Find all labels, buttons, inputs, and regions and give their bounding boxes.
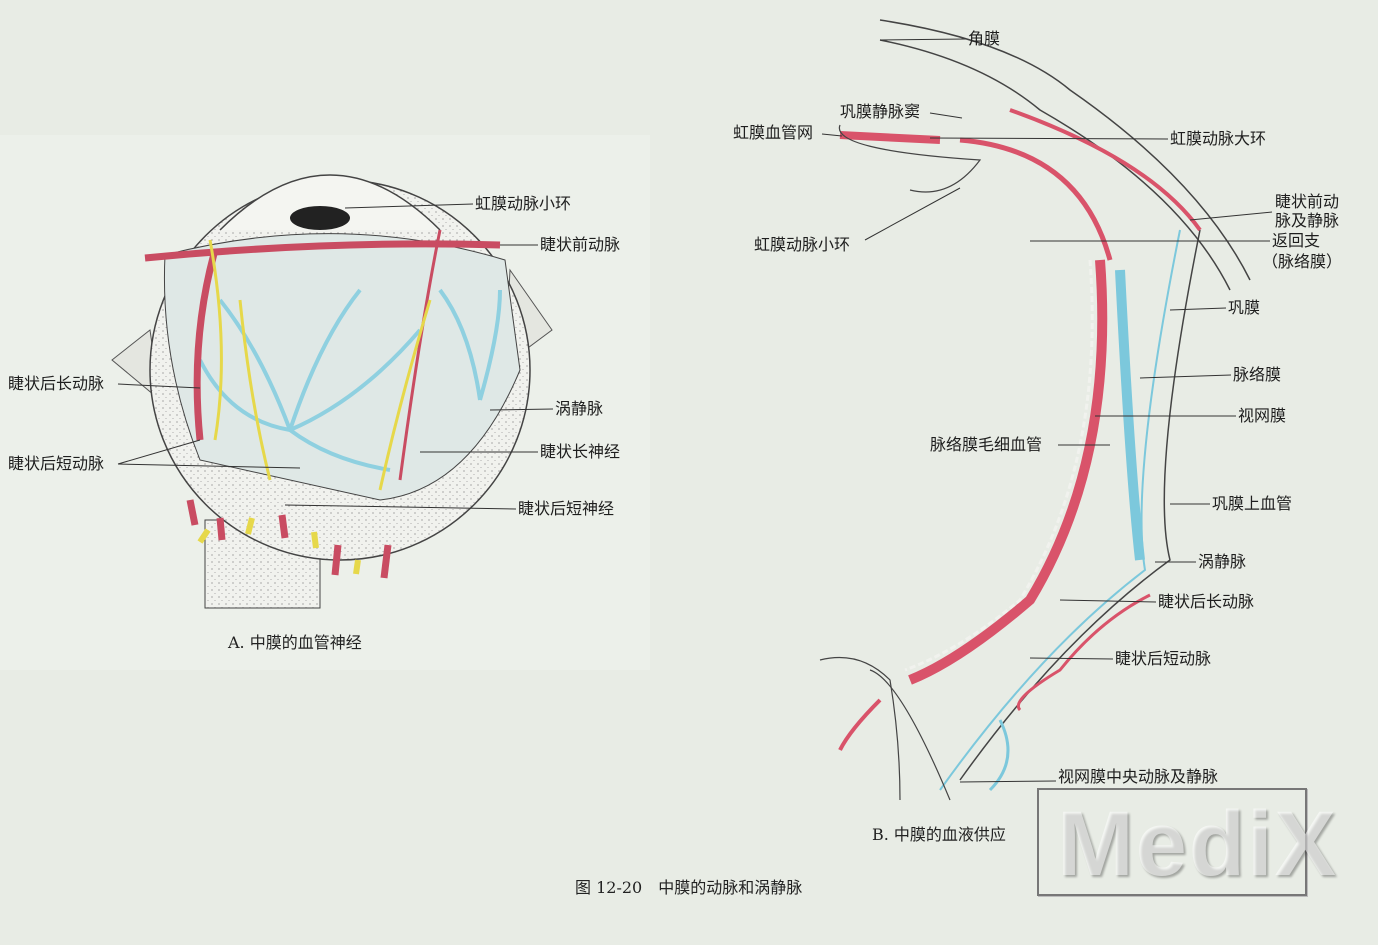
vortex-vein-branches-a (198, 288, 502, 472)
label-long-posterior-ciliary-artery-a: 睫状后长动脉 (8, 374, 105, 393)
long-ciliary-nerve-b (378, 299, 432, 491)
cross-section-b (819, 19, 1251, 801)
label-anterior-ciliary-artery: 睫状前动脉 (540, 235, 621, 254)
label-vortex-vein-b: 涡静脉 (1198, 552, 1247, 571)
label-iris-vascular-network: 虹膜血管网 (733, 123, 814, 142)
eyeball-a (111, 174, 553, 609)
label-major-arterial-circle: 虹膜动脉大环 (1170, 129, 1267, 148)
label-central-retinal-vessels: 视网膜中央动脉及静脉 (1058, 767, 1219, 786)
figure-caption: 图 12-20 中膜的动脉和涡静脉 (575, 878, 803, 897)
label-anterior-ciliary-vessels-2: 脉及静脉 (1275, 211, 1340, 230)
label-minor-arterial-circle-b: 虹膜动脉小环 (754, 235, 851, 254)
label-choriocapillaris: 脉络膜毛细血管 (930, 435, 1043, 454)
artery-branch-a (398, 229, 442, 481)
label-scleral-venous-sinus: 巩膜静脉窦 (840, 102, 921, 121)
watermark-text: MediX (1057, 793, 1338, 895)
label-short-posterior-ciliary-artery-b: 睫状后短动脉 (1115, 649, 1212, 668)
label-retina: 视网膜 (1238, 406, 1287, 425)
label-recurrent-branch: 返回支 (1272, 231, 1321, 250)
subtitle-panel-a: A. 中膜的血管神经 (228, 633, 362, 652)
leader-lines (117, 38, 1273, 783)
label-cornea: 角膜 (968, 29, 1001, 48)
long-posterior-ciliary-artery-a (193, 249, 219, 441)
label-long-posterior-ciliary-artery-b: 睫状后长动脉 (1158, 592, 1255, 611)
short-posterior-ciliary-arteries (186, 499, 392, 579)
short-ciliary-nerves (197, 517, 361, 575)
label-long-ciliary-nerve: 睫状长神经 (540, 442, 621, 461)
label-sclera: 巩膜 (1228, 298, 1261, 317)
label-recurrent-branch-note: （脉络膜） (1262, 252, 1343, 271)
pupil (290, 206, 350, 230)
ciliary-nerve-c (238, 299, 272, 481)
label-choroid: 脉络膜 (1233, 365, 1282, 384)
label-short-ciliary-nerve: 睫状后短神经 (518, 499, 615, 518)
long-ciliary-nerve-a (208, 239, 223, 441)
label-minor-arterial-circle-a: 虹膜动脉小环 (475, 194, 572, 213)
choroid-window-a (163, 233, 521, 501)
subtitle-panel-b: B. 中膜的血液供应 (872, 825, 1006, 844)
label-vortex-vein-a: 涡静脉 (555, 399, 604, 418)
label-episcleral-vessels: 巩膜上血管 (1212, 494, 1293, 513)
watermark: MediX (1037, 788, 1336, 896)
anterior-ciliary-artery-a (144, 240, 501, 262)
label-short-posterior-ciliary-artery-a: 睫状后短动脉 (8, 454, 105, 473)
label-anterior-ciliary-vessels-1: 睫状前动 (1275, 192, 1340, 211)
